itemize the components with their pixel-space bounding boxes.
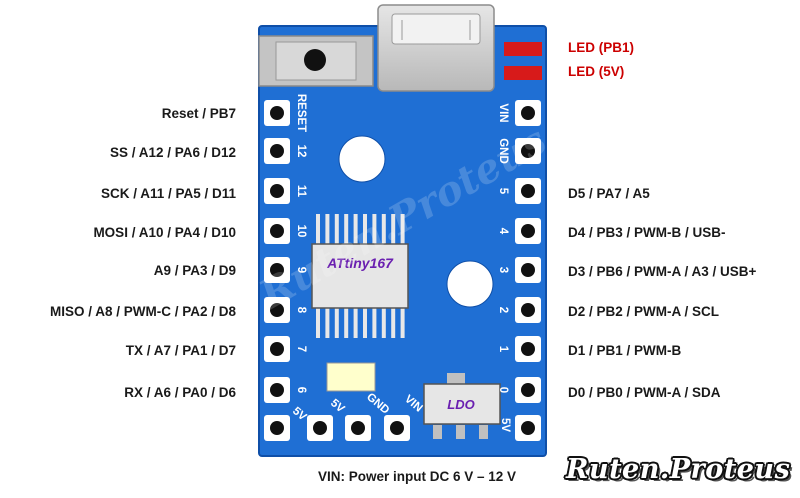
brand-logo: Ruten.Proteus: [566, 454, 791, 485]
chip-leg: [334, 308, 339, 338]
chip-leg: [372, 214, 377, 244]
pad-hole: [521, 421, 535, 435]
chip-leg: [353, 214, 358, 244]
led-label-5v: LED (5V): [568, 64, 625, 79]
pad-hole: [270, 224, 284, 238]
chip-leg: [400, 308, 405, 338]
pin-label-d12: SS / A12 / PA6 / D12: [109, 145, 236, 160]
pad-hole: [270, 383, 284, 397]
pad-hole: [270, 421, 284, 435]
chip-leg: [400, 214, 405, 244]
board-pin-label-left: 12: [295, 145, 307, 158]
pad-hole: [351, 421, 365, 435]
chip-leg: [391, 308, 396, 338]
board-pin-label-left: 9: [295, 267, 307, 273]
pad-hole: [521, 383, 535, 397]
board-pin-label-right: 0: [497, 387, 509, 393]
chip-leg: [325, 308, 330, 338]
chip-leg: [325, 214, 330, 244]
pin-label-d9: A9 / PA3 / D9: [153, 263, 236, 278]
pin-label-d8: MISO / A8 / PWM-C / PA2 / D8: [49, 304, 236, 319]
pad-hole: [521, 303, 535, 317]
board-pin-label-bottom: 5V: [499, 418, 511, 432]
board-pin-label-left: 11: [295, 185, 307, 198]
pin-label-d5: D5 / PA7 / A5: [568, 186, 650, 201]
pad-hole: [521, 342, 535, 356]
usb-connector: [377, 4, 495, 92]
attiny167-chip: ATtiny167: [311, 243, 409, 309]
chip-leg: [381, 214, 386, 244]
pad-hole: [313, 421, 327, 435]
pin-label-d2: D2 / PB2 / PWM-A / SCL: [568, 304, 720, 319]
pin-label-d10: MOSI / A10 / PA4 / D10: [93, 225, 236, 240]
board-pin-label-left: 8: [295, 307, 307, 314]
board-pin-label-left: 6: [295, 387, 307, 393]
pad-hole: [521, 106, 535, 120]
pin-label-d4: D4 / PB3 / PWM-B / USB-: [568, 225, 726, 240]
board-pin-label-right: 5: [497, 188, 509, 195]
chip-leg: [391, 214, 396, 244]
pin-label-d6: RX / A6 / PA0 / D6: [124, 385, 236, 400]
pad-hole: [270, 303, 284, 317]
chip-leg: [363, 214, 367, 244]
capacitor: [326, 362, 376, 392]
pin-label-d3: D3 / PB6 / PWM-A / A3 / USB+: [568, 264, 757, 279]
board-pin-label-right: 1: [497, 346, 509, 353]
board-pin-label-left: 7: [295, 346, 307, 352]
pad-hole: [521, 144, 535, 158]
pad-hole: [521, 184, 535, 198]
chip-leg: [381, 308, 386, 338]
led-pb1: [504, 42, 542, 56]
chip-leg: [372, 308, 377, 338]
mounting-hole: [446, 260, 494, 308]
pad-hole: [270, 106, 284, 120]
pin-label-d11: SCK / A11 / PA5 / D11: [100, 186, 236, 201]
reset-button: [258, 35, 374, 87]
pin-label-d1: D1 / PB1 / PWM-B: [568, 343, 682, 358]
board-pin-label-right: 3: [497, 267, 509, 273]
pad-hole: [521, 263, 535, 277]
board-pin-label-left: RESET: [295, 94, 307, 132]
pad-hole: [270, 184, 284, 198]
ldo-regulator: LDO: [423, 373, 501, 439]
pad-hole: [390, 421, 404, 435]
chip-label: ATtiny167: [326, 255, 394, 271]
chip-leg: [344, 214, 349, 244]
led-label-pb1: LED (PB1): [568, 40, 635, 55]
ldo-label: LDO: [447, 397, 474, 412]
pad-hole: [270, 342, 284, 356]
led-5v: [504, 66, 542, 80]
board-pin-label-right: GND: [497, 138, 509, 164]
chip-leg: [353, 308, 358, 338]
board-pin-label-right: 2: [497, 307, 509, 313]
mounting-hole: [338, 135, 386, 183]
chip-leg: [344, 308, 349, 338]
board-pin-label-right: VIN: [497, 103, 509, 122]
chip-leg: [334, 214, 339, 244]
pin-label-reset: Reset / PB7: [161, 106, 236, 121]
board-pin-label-right: 4: [497, 228, 509, 235]
pin-label-d7: TX / A7 / PA1 / D7: [125, 343, 236, 358]
board-pin-label-left: 10: [295, 225, 307, 238]
pin-label-d0: D0 / PB0 / PWM-A / SDA: [568, 385, 721, 400]
chip-leg: [316, 308, 320, 338]
chip-leg: [363, 308, 367, 338]
pad-hole: [270, 144, 284, 158]
power-caption: VIN: Power input DC 6 V – 12 V: [318, 469, 517, 484]
pad-hole: [521, 224, 535, 238]
chip-leg: [316, 214, 320, 244]
pad-hole: [270, 263, 284, 277]
